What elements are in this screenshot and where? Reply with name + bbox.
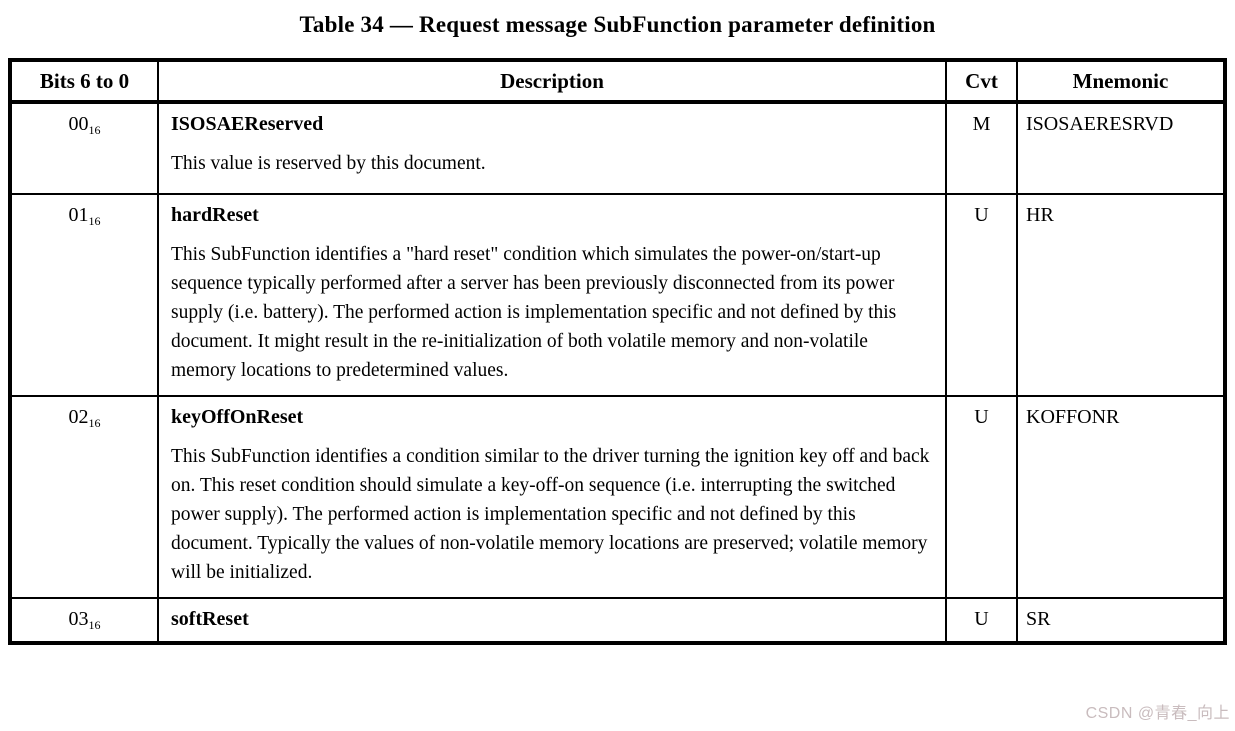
cvt-value: U bbox=[945, 193, 1018, 397]
bits-subscript: 16 bbox=[88, 123, 101, 137]
bits-hex: 01 bbox=[68, 204, 89, 226]
mnemonic-value: ISOSAERESRVD bbox=[1016, 101, 1226, 195]
subfunction-parameter-table: Bits 6 to 0 Description Cvt Mnemonic 001… bbox=[8, 58, 1227, 645]
cvt-value: U bbox=[945, 597, 1018, 644]
cvt-value: M bbox=[945, 101, 1018, 195]
bits-subscript: 16 bbox=[88, 214, 101, 228]
subfunction-name: softReset bbox=[171, 608, 249, 630]
mnemonic-value: SR bbox=[1016, 597, 1226, 644]
bits-subscript: 16 bbox=[88, 618, 101, 632]
table-row: 0316 softReset U SR bbox=[9, 597, 1226, 644]
description-cell: softReset bbox=[157, 597, 947, 644]
cvt-value: U bbox=[945, 395, 1018, 599]
subfunction-description: This SubFunction identifies a "hard rese… bbox=[171, 244, 897, 381]
table-row: 0016 ISOSAEReserved This value is reserv… bbox=[9, 101, 1226, 195]
csdn-watermark: CSDN @青春_向上 bbox=[1085, 705, 1230, 722]
table-caption: Table 34 — Request message SubFunction p… bbox=[299, 12, 936, 37]
bits-value: 0216 bbox=[9, 395, 159, 599]
subfunction-name: ISOSAEReserved bbox=[171, 113, 324, 135]
description-cell: ISOSAEReserved This value is reserved by… bbox=[157, 101, 947, 195]
bits-hex: 03 bbox=[68, 608, 89, 630]
bits-subscript: 16 bbox=[88, 416, 101, 430]
subfunction-description: This SubFunction identifies a condition … bbox=[171, 446, 930, 583]
bits-hex: 00 bbox=[68, 113, 89, 135]
bits-value: 0316 bbox=[9, 597, 159, 644]
description-cell: keyOffOnReset This SubFunction identifie… bbox=[157, 395, 947, 599]
header-row: Bits 6 to 0 Description Cvt Mnemonic bbox=[9, 59, 1226, 104]
mnemonic-value: KOFFONR bbox=[1016, 395, 1226, 599]
bits-value: 0116 bbox=[9, 193, 159, 397]
bits-value: 0016 bbox=[9, 101, 159, 195]
table-row: 0216 keyOffOnReset This SubFunction iden… bbox=[9, 395, 1226, 599]
subfunction-name: hardReset bbox=[171, 204, 259, 226]
description-cell: hardReset This SubFunction identifies a … bbox=[157, 193, 947, 397]
subfunction-description: This value is reserved by this document. bbox=[171, 153, 486, 174]
col-header-mnemonic: Mnemonic bbox=[1016, 59, 1226, 104]
table-row: 0116 hardReset This SubFunction identifi… bbox=[9, 193, 1226, 397]
mnemonic-value: HR bbox=[1016, 193, 1226, 397]
col-header-bits: Bits 6 to 0 bbox=[9, 59, 159, 104]
col-header-cvt: Cvt bbox=[945, 59, 1018, 104]
col-header-description: Description bbox=[157, 59, 947, 104]
bits-hex: 02 bbox=[68, 406, 89, 428]
subfunction-name: keyOffOnReset bbox=[171, 406, 304, 428]
